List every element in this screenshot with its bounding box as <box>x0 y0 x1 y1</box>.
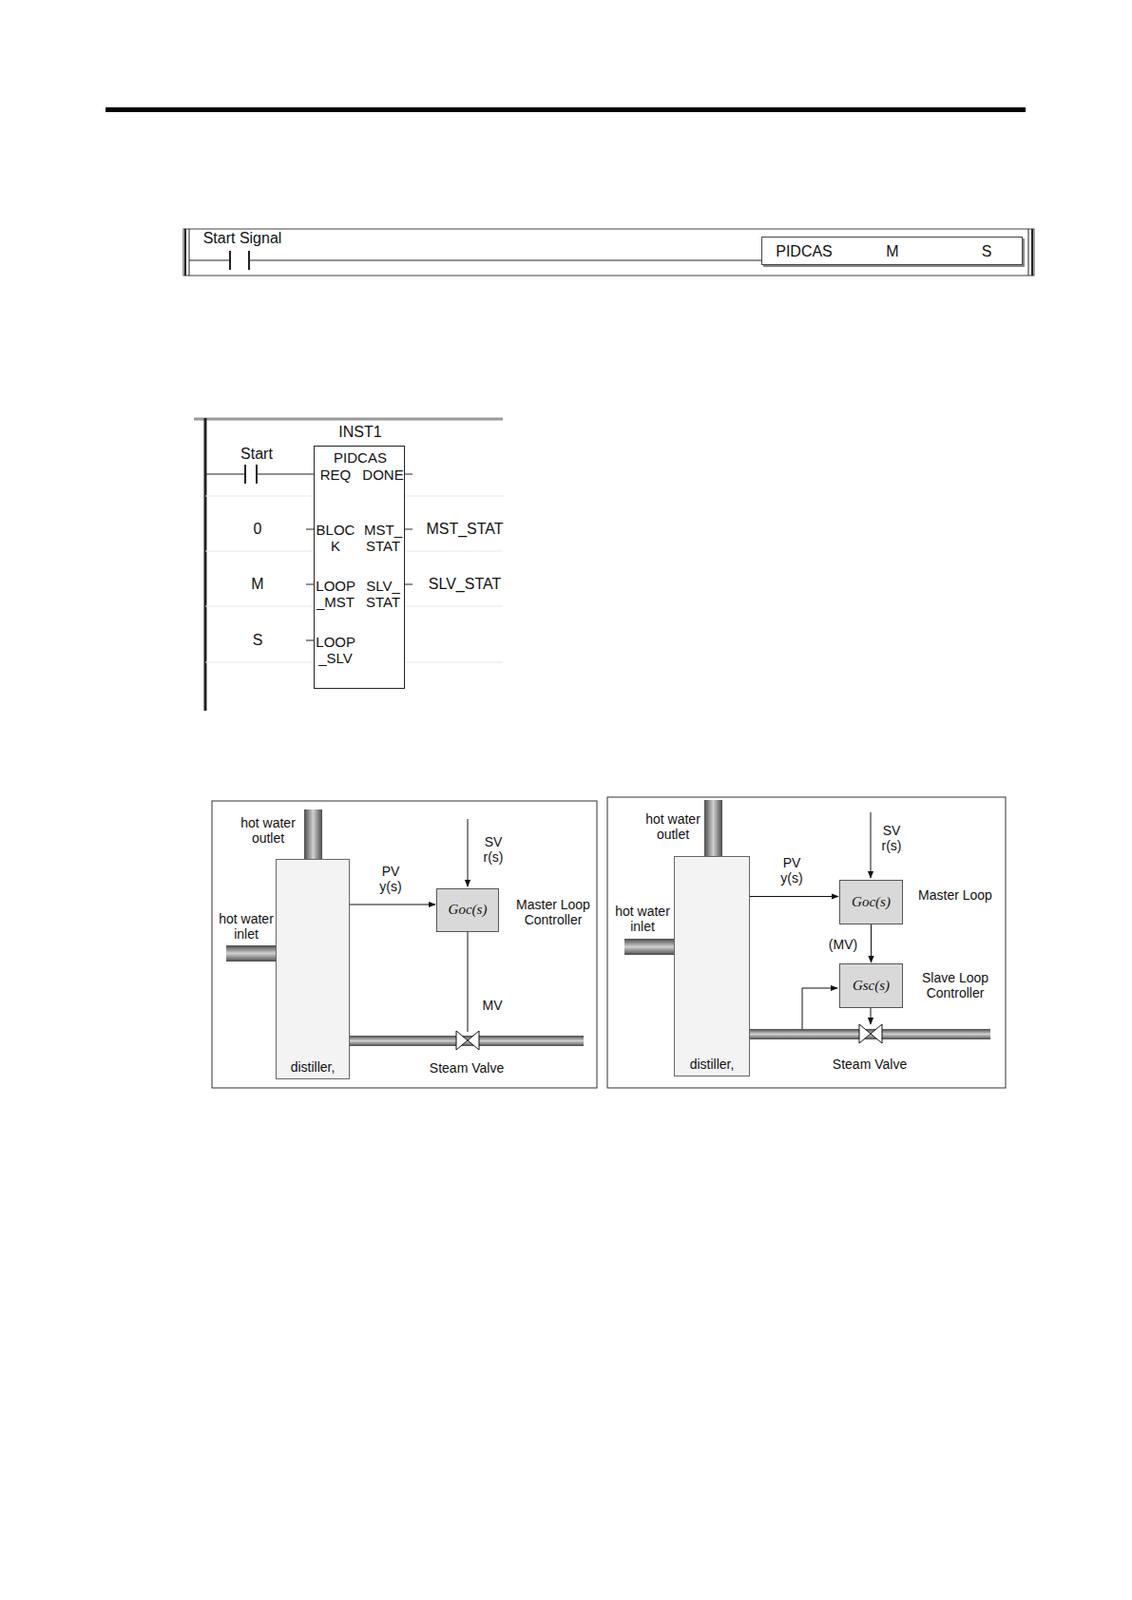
controller-block: Goc(s) <box>839 880 903 925</box>
node-text: LOOP _MST <box>315 577 355 612</box>
cascade-loop-figure <box>607 797 1006 1089</box>
label-text: M <box>250 575 264 594</box>
instruction-box: PIDCAS M S <box>761 236 1023 266</box>
signal-arrow <box>349 904 436 906</box>
signal-arrow <box>749 896 839 898</box>
label-text: MV <box>482 997 503 1014</box>
label-text: Start Signal <box>203 230 283 248</box>
node-text: PIDCAS <box>775 243 833 261</box>
edge-label: (MV) <box>828 937 858 953</box>
label-text: SV r(s) <box>483 834 504 865</box>
node-text: SLV_ STAT <box>365 577 401 612</box>
label-text: Start <box>240 445 273 463</box>
controller-block: Gsc(s) <box>839 963 903 1009</box>
node-text: Gsc(s) <box>852 978 890 995</box>
node-text: LOOP _SLV <box>315 633 355 668</box>
node-text: distiller, <box>290 1059 336 1075</box>
label-text: S <box>252 632 264 650</box>
edge-label: PV y(s) <box>379 863 402 895</box>
node-text: Goc(s) <box>851 894 891 911</box>
distiller-vessel: distiller, <box>275 859 350 1080</box>
node-text: DONE <box>362 466 403 483</box>
signal-arrow <box>870 924 872 963</box>
distiller-vessel: distiller, <box>673 856 750 1077</box>
label-text: Steam Valve <box>429 1060 504 1076</box>
node-text: Goc(s) <box>448 901 488 919</box>
label-text: Steam Valve <box>832 1056 907 1073</box>
node-text: MST_ STAT <box>364 521 403 556</box>
node-text: INST1 <box>338 423 382 442</box>
label-text: MST_STAT <box>425 520 503 538</box>
label-text: SLV_STAT <box>428 575 501 594</box>
label-text: hot water inlet <box>604 903 681 935</box>
controller-block: Goc(s) <box>436 888 499 933</box>
label-text: Master Loop <box>918 887 993 903</box>
label-text: hot water outlet <box>230 815 307 846</box>
node-text: BLOC K <box>316 521 356 556</box>
label-text: 0 <box>253 520 263 538</box>
node-text: M <box>885 243 899 261</box>
function-block-rung <box>193 418 503 711</box>
label-text: SV r(s) <box>882 823 902 854</box>
label-text: hot water outlet <box>634 811 711 843</box>
node-text: REQ <box>320 466 352 483</box>
function-block: INST1PIDCASREQDONEBLOC KMST_ STATLOOP _M… <box>313 445 405 690</box>
single-loop-figure <box>211 801 597 1089</box>
label-text: Master Loop Controller <box>507 897 599 928</box>
edge-label: PV y(s) <box>780 855 803 886</box>
ladder-rung <box>183 229 1035 276</box>
label-text: hot water inlet <box>208 911 285 942</box>
label-text: Slave Loop Controller <box>910 970 1000 1001</box>
node-text: PIDCAS <box>333 449 387 466</box>
node-text: distiller, <box>690 1056 735 1073</box>
node-text: S <box>981 243 993 261</box>
header-rule <box>105 107 1026 113</box>
